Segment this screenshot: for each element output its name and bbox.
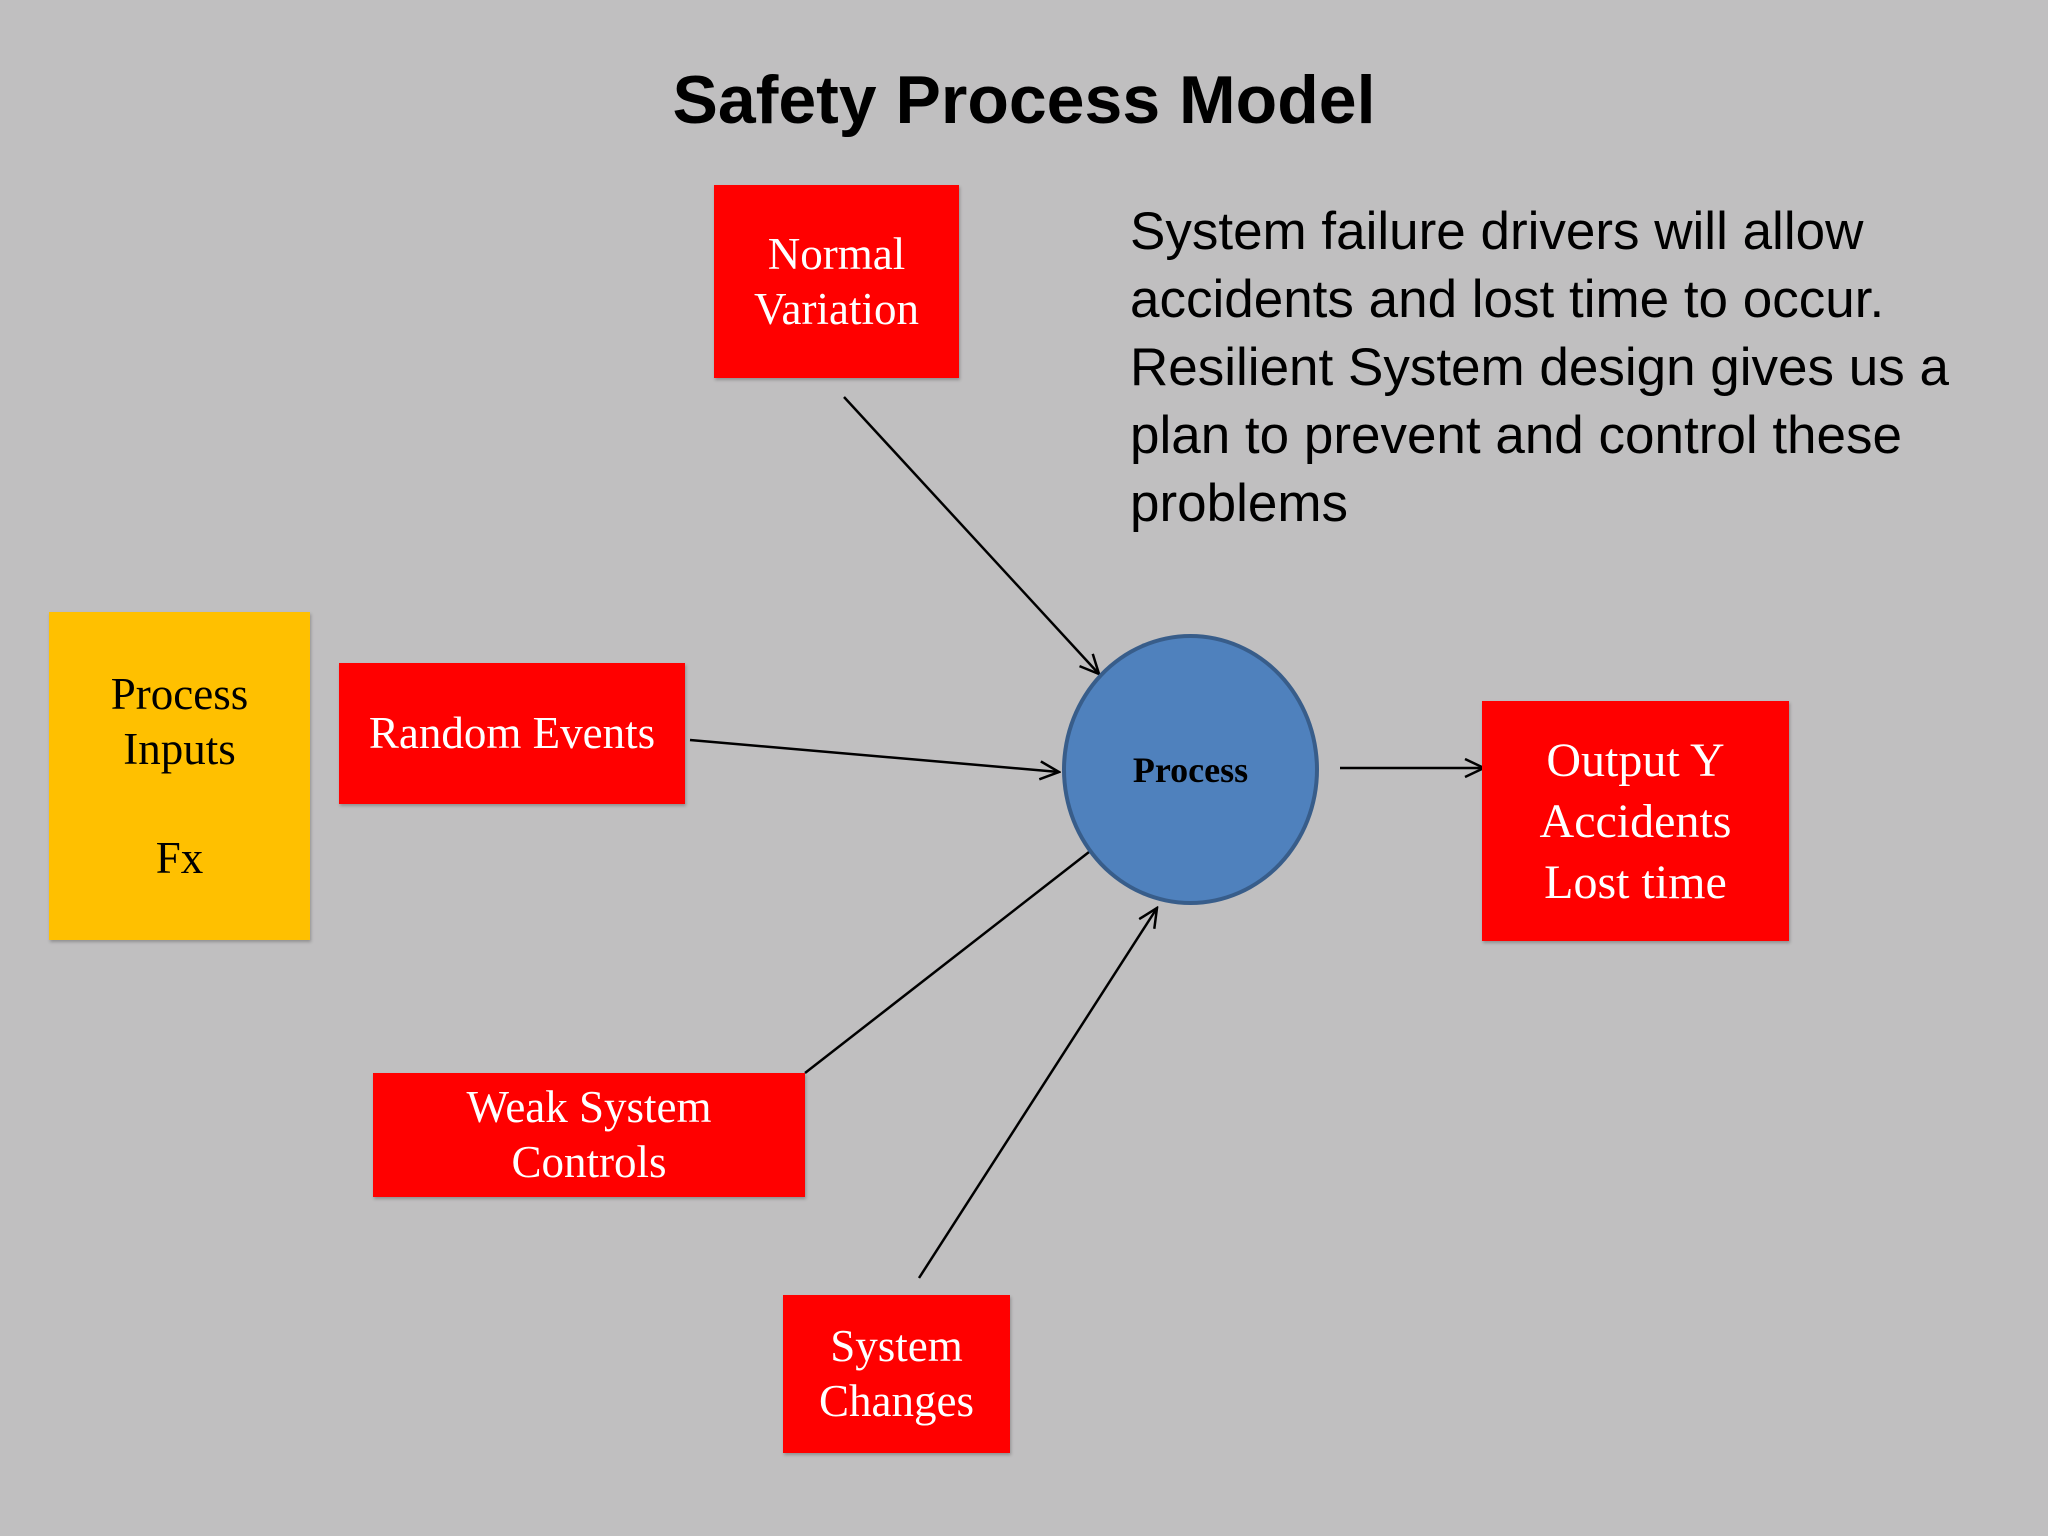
description-line: System failure drivers will allow bbox=[1130, 202, 1864, 261]
arrow-random-events-to-process bbox=[689, 738, 1059, 772]
normal-variation-label: Variation bbox=[754, 283, 919, 334]
process-inputs-box: Process Inputs Fx bbox=[49, 612, 310, 940]
random-events-box: Random Events bbox=[339, 663, 685, 804]
output-label: Output Y bbox=[1546, 733, 1725, 787]
process-inputs-label: Inputs bbox=[123, 723, 236, 774]
output-lost-time-label: Lost time bbox=[1544, 855, 1727, 909]
description-line: Resilient System design gives us a bbox=[1130, 338, 1949, 397]
system-changes-label: Changes bbox=[819, 1376, 974, 1426]
system-changes-label: System bbox=[830, 1321, 963, 1371]
process-inputs-label: Process bbox=[110, 668, 249, 719]
description-line: accidents and lost time to occur. bbox=[1130, 270, 1885, 329]
random-events-label: Random Events bbox=[368, 708, 656, 758]
weak-system-controls-box: Weak System Controls bbox=[373, 1073, 805, 1197]
arrow-system-changes-to-process bbox=[917, 908, 1157, 1279]
output-accidents-label: Accidents bbox=[1539, 794, 1732, 848]
description-line: plan to prevent and control these bbox=[1130, 406, 1902, 465]
arrow-weak-controls-to-process bbox=[804, 838, 1107, 1074]
weak-system-controls-label: Controls bbox=[511, 1137, 667, 1187]
description-text: System failure drivers will allow accide… bbox=[1130, 198, 2030, 538]
normal-variation-label: Normal bbox=[767, 228, 906, 279]
process-circle: Process bbox=[1062, 634, 1319, 905]
output-box: Output Y Accidents Lost time bbox=[1482, 701, 1789, 941]
system-changes-box: System Changes bbox=[783, 1295, 1010, 1453]
weak-system-controls-label: Weak System bbox=[466, 1082, 712, 1132]
description-line: problems bbox=[1130, 474, 1348, 533]
process-label: Process bbox=[1132, 749, 1249, 790]
process-inputs-fx-label: Fx bbox=[155, 832, 204, 883]
slide-title: Safety Process Model bbox=[672, 62, 1376, 138]
arrow-normal-variation-to-process bbox=[843, 396, 1099, 674]
normal-variation-box: Normal Variation bbox=[714, 185, 959, 378]
